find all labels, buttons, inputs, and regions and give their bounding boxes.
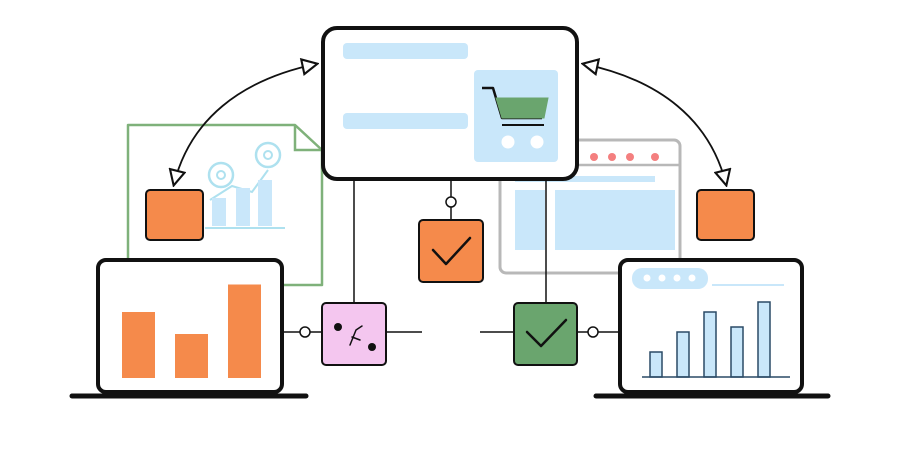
dice-icon [334,323,376,351]
window-dot-icon [608,153,616,161]
checkmark-icon [525,318,568,348]
right-bar [757,301,771,378]
indicator-dot-icon [643,274,651,282]
right-bar [703,311,717,378]
window-dot-icon [590,153,598,161]
arrow-left-curve [174,64,316,184]
right-bar [676,331,690,378]
indicator-dot-icon [688,274,696,282]
pink-process-node [321,302,387,366]
green-check-node [513,302,578,366]
right-bar [730,326,744,378]
central-check-node [418,219,484,283]
left-bar [175,334,208,378]
left-monitor [69,258,309,399]
right-bar [649,351,663,378]
checkmark-icon [431,236,472,266]
left-bar [122,312,155,378]
window-dot-icon [626,153,634,161]
indicator-dot-icon [673,274,681,282]
left-bar [228,284,261,378]
central-web-page-card [321,26,579,181]
left-bar-chart [122,284,261,378]
shopping-cart-icon [482,86,549,149]
document-chart-icon [205,141,285,229]
right-orange-node [696,189,755,241]
left-orange-node [145,189,204,241]
window-dot-icon [651,153,659,161]
right-monitor [593,258,831,399]
indicator-dot-icon [658,274,666,282]
right-bar-chart [642,301,790,378]
arrow-right-curve [584,64,726,184]
